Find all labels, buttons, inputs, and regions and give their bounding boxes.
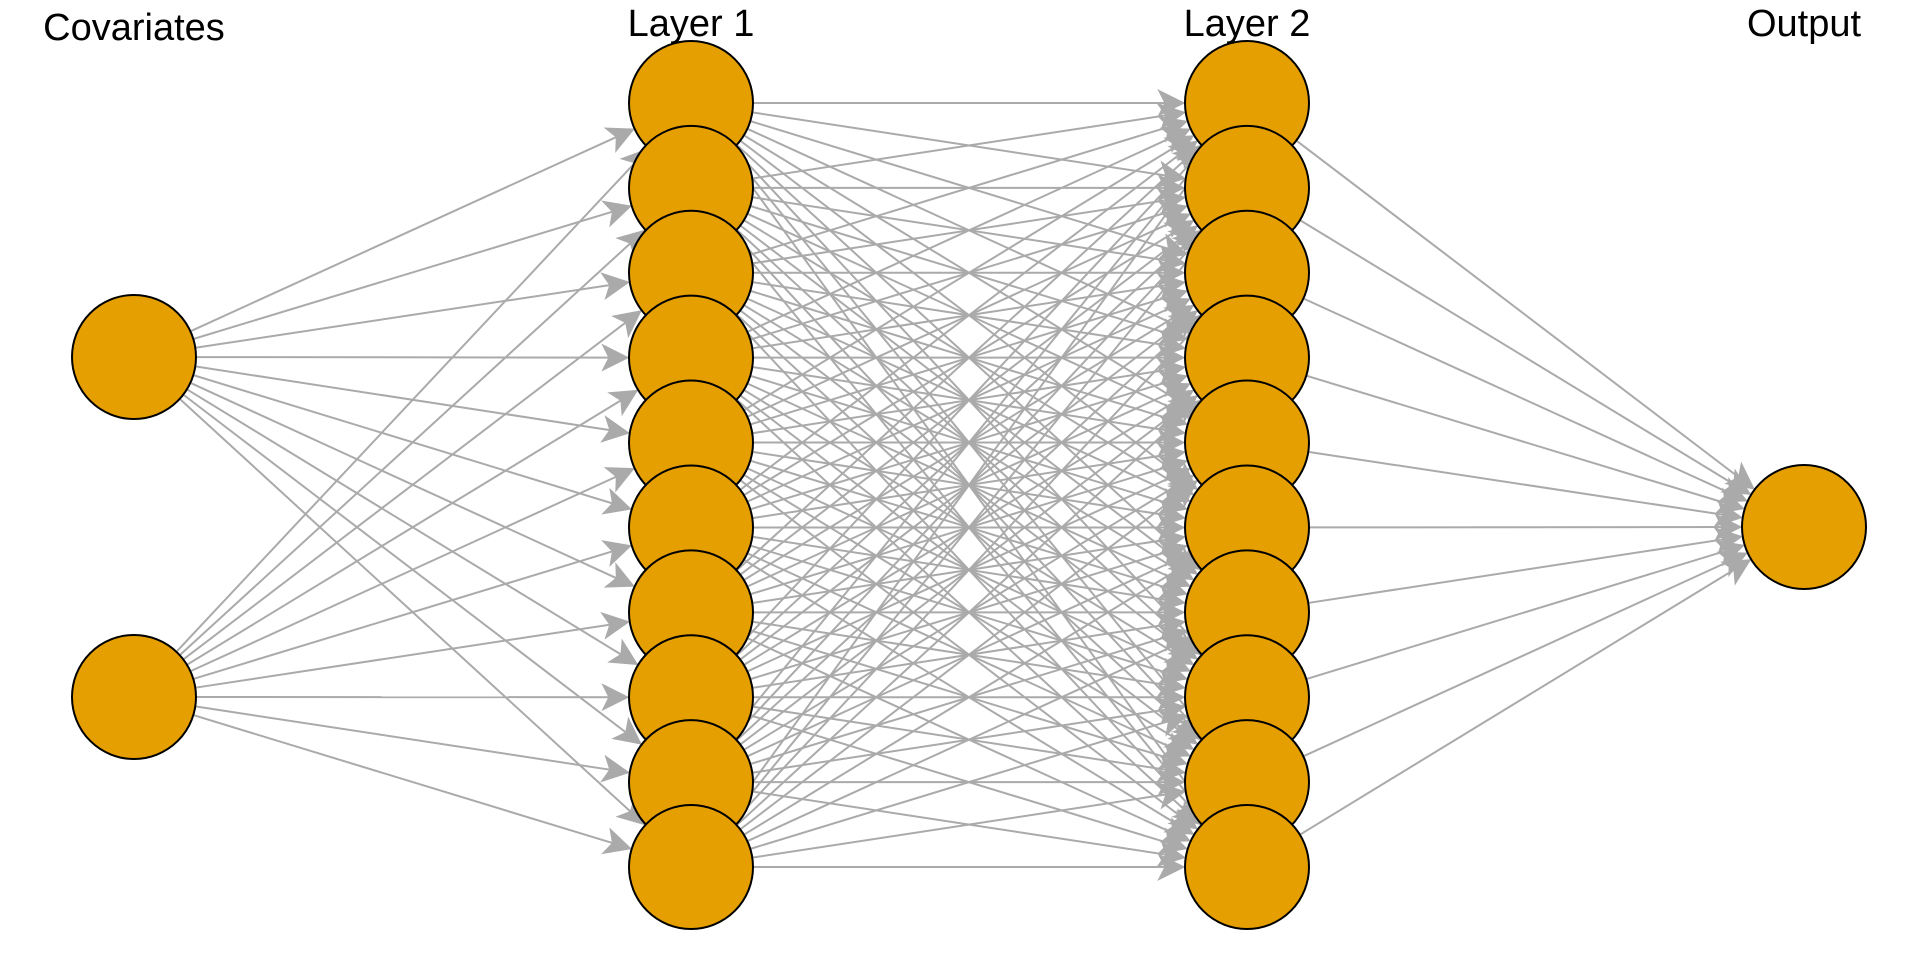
edge-covariates-2-to-layer1-1	[175, 147, 649, 653]
edge-layer1-5-to-layer2-1	[743, 135, 1195, 412]
edge-covariates-2-to-layer1-6	[193, 540, 633, 680]
edge-layer1-8-to-layer2-1	[732, 148, 1205, 653]
layer-label-layer2: Layer 2	[1184, 3, 1311, 45]
edge-layer2-7-to-output-1	[1308, 526, 1744, 604]
edge-covariates-2-to-layer1-10	[193, 714, 633, 855]
edge-layer1-6-to-layer2-1	[739, 140, 1198, 491]
edge-layer2-2-to-output-1	[1299, 219, 1752, 495]
edge-layer1-9-to-layer2-1	[729, 150, 1208, 735]
edge-layer2-4-to-output-1	[1306, 374, 1746, 515]
edge-covariates-2-to-layer1-2	[179, 229, 646, 656]
edge-covariates-2-to-layer1-5	[189, 467, 635, 673]
edge-covariates-1-to-layer1-10	[179, 398, 646, 826]
edge-covariates-2-to-layer1-7	[195, 611, 631, 689]
edge-layer1-10-to-layer2-2	[729, 235, 1208, 820]
layer-label-output: Output	[1747, 3, 1862, 45]
edge-layer1-10-to-layer2-8	[750, 710, 1189, 850]
edge-covariates-2-to-layer1-9	[195, 705, 631, 783]
edge-layer2-1-to-output-1	[1295, 139, 1755, 490]
edge-covariates-1-to-layer1-3	[195, 272, 631, 349]
layer-label-covariates: Covariates	[43, 7, 225, 49]
edge-layer1-10-to-layer2-3	[732, 317, 1205, 823]
edge-covariates-1-to-layer1-6	[192, 374, 633, 515]
edge-layer1-2-to-layer2-1	[752, 102, 1187, 180]
edge-layer2-3-to-output-1	[1302, 297, 1748, 503]
edge-layer1-10-to-layer2-9	[752, 781, 1187, 859]
edge-layer1-10-to-layer2-7	[746, 636, 1191, 843]
layer-labels-group: Covariates Layer 1 Layer 2 Output	[43, 3, 1861, 49]
node-covariates-2	[71, 634, 197, 760]
edge-covariates-1-to-layer1-9	[182, 393, 642, 745]
edge-layer1-10-to-layer2-6	[743, 559, 1195, 836]
edge-layer1-3-to-layer2-1	[750, 115, 1189, 256]
connections-group	[175, 89, 1755, 881]
edge-covariates-2-to-layer1-4	[186, 389, 639, 666]
edge-covariates-1-to-layer1-7	[189, 381, 635, 588]
node-layer2-10	[1184, 804, 1310, 930]
node-covariates-1	[71, 294, 197, 420]
edge-layer2-10-to-output-1	[1299, 559, 1752, 836]
edge-layer1-4-to-layer2-1	[746, 127, 1191, 333]
edge-covariates-1-to-layer1-2	[193, 200, 632, 340]
edge-layer2-5-to-output-1	[1308, 450, 1744, 528]
nodes-group	[71, 40, 1867, 930]
edge-covariates-1-to-layer1-4	[195, 343, 630, 372]
edge-covariates-1-to-layer1-1	[189, 127, 635, 333]
edge-layer1-10-to-layer2-4	[736, 399, 1202, 826]
edge-layer1-7-to-layer2-1	[736, 144, 1202, 572]
edge-covariates-1-to-layer1-8	[186, 388, 639, 666]
edge-layer1-10-to-layer2-5	[739, 479, 1198, 831]
edge-layer2-9-to-output-1	[1302, 551, 1748, 758]
edge-layer1-10-to-layer2-1	[726, 152, 1211, 818]
edge-covariates-2-to-layer1-3	[182, 310, 642, 661]
edge-layer2-8-to-output-1	[1305, 539, 1746, 681]
layer-label-layer1: Layer 1	[628, 3, 755, 45]
node-layer1-10	[628, 804, 754, 930]
node-output-1	[1741, 464, 1867, 590]
